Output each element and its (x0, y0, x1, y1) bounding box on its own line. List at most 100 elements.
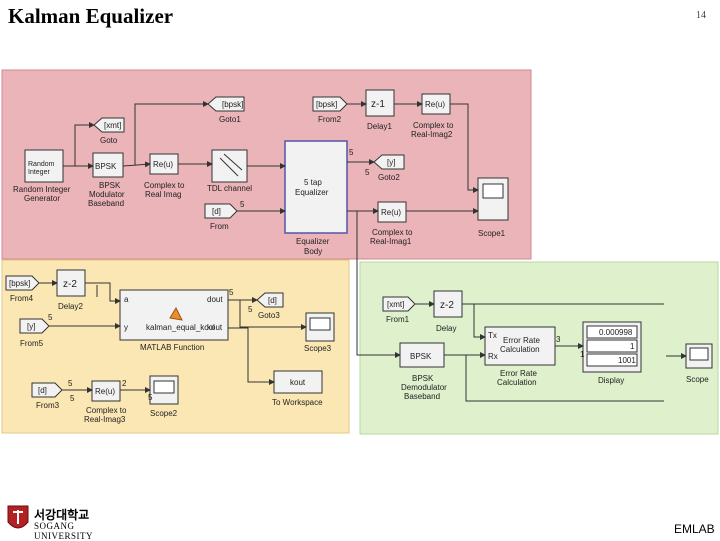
goto2-block[interactable]: [y] Goto2 (373, 154, 405, 182)
from-tag: [d] (212, 207, 221, 216)
page-number: 14 (696, 10, 706, 21)
from2-tag: [bpsk] (316, 100, 337, 109)
scope1-block[interactable]: Scope1 (477, 177, 509, 238)
goto1-block[interactable]: [bpsk] Goto1 (207, 96, 245, 124)
bpsk-mod-inner: BPSK (95, 162, 117, 171)
port-kout: kout (207, 323, 223, 332)
to-workspace-label: To Workspace (272, 398, 323, 407)
sig-label: 5 (365, 168, 370, 177)
sig-label: 3 (556, 335, 561, 344)
port-dout: dout (207, 295, 223, 304)
port-a: a (124, 295, 129, 304)
scope2-block[interactable]: Scope2 (149, 375, 179, 418)
sig-label: 5 (349, 148, 354, 157)
goto3-tag: [d] (268, 296, 277, 305)
delay2-label: Delay2 (58, 302, 83, 311)
goto-tag: [xmt] (104, 121, 121, 130)
sig-label: 5 (68, 379, 73, 388)
to-workspace-block[interactable]: kout To Workspace (272, 370, 323, 407)
scope1-label: Scope1 (478, 229, 506, 238)
delay-expr: z-2 (440, 300, 454, 311)
delay1-expr: z-1 (371, 99, 385, 110)
matlab-fn-inner: kalman_equal_kool (146, 323, 215, 332)
from1-tag: [xmt] (387, 300, 404, 309)
display-label: Display (598, 376, 624, 385)
from1-block[interactable]: [xmt] From1 (382, 296, 416, 324)
from5-tag: [y] (27, 322, 35, 331)
sig-label: 5 (240, 200, 245, 209)
delay-label: Delay (436, 324, 456, 333)
re-u3-text: Re(u) (95, 387, 115, 396)
scope3-block[interactable]: Scope3 (304, 312, 335, 353)
goto2-tag: [y] (387, 158, 395, 167)
delay1-label: Delay1 (367, 122, 392, 131)
to-workspace-inner: kout (290, 378, 306, 387)
pink-wires (63, 101, 479, 358)
delay1-block[interactable]: z-1 Delay1 (365, 89, 395, 131)
sig-label: 5 (70, 394, 75, 403)
goto-label: Goto (100, 136, 118, 145)
footer-emlab: EMLAB (674, 522, 715, 536)
bpsk-demod-inner: BPSK (410, 352, 432, 361)
goto1-tag: [bpsk] (222, 100, 243, 109)
sig-label: 1 (580, 350, 585, 359)
scope2-label: Scope2 (150, 409, 178, 418)
from-label: From (210, 222, 229, 231)
logo-english: SOGANG UNIVERSITY (34, 521, 93, 541)
re-u-text: Re(u) (153, 160, 173, 169)
goto3-block[interactable]: [d] Goto3 (256, 292, 284, 320)
scope-label: Scope (686, 375, 709, 384)
re-u1-text: Re(u) (381, 208, 401, 217)
port-tx: Tx (488, 331, 497, 340)
university-shield-icon (7, 505, 29, 529)
display-value-2: 1 (630, 342, 635, 351)
sogang-logo: 서강대학교 SOGANG UNIVERSITY (6, 502, 116, 541)
sig-label: 5 (248, 305, 253, 314)
goto2-label: Goto2 (378, 173, 400, 182)
port-y: y (124, 323, 128, 332)
port-rx: Rx (488, 352, 498, 361)
delay2-block[interactable]: z-2 Delay2 (56, 269, 86, 311)
logo-korean: 서강대학교 (34, 508, 90, 522)
scope-block[interactable]: Scope (685, 343, 713, 384)
tdl-channel-block[interactable]: TDL channel (207, 149, 252, 193)
display-value-3: 1001 (618, 356, 636, 365)
display-value-1: 0.000998 (599, 328, 633, 337)
sig-label: 5 (48, 313, 53, 322)
from5-label: From5 (20, 339, 44, 348)
from5-block[interactable]: [y] From5 (19, 318, 50, 348)
re-top-text: Re(u) (425, 100, 445, 109)
matlab-function-block[interactable]: a y dout kout kalman_equal_kool MATLAB F… (119, 289, 229, 352)
goto1-label: Goto1 (219, 115, 241, 124)
from3-block[interactable]: [d] From3 (31, 382, 63, 410)
matlab-fn-label: MATLAB Function (140, 343, 204, 352)
yellow-wires (39, 280, 307, 393)
from2-block[interactable]: [bpsk] From2 (312, 96, 348, 124)
from-block[interactable]: [d] From (204, 203, 238, 231)
slide-title: Kalman Equalizer (8, 4, 174, 28)
from4-block[interactable]: [bpsk] From4 (5, 275, 40, 303)
tdl-label: TDL channel (207, 184, 252, 193)
display-block[interactable]: 0.000998 1 1001 Display (582, 321, 642, 385)
sig-label: 2 (122, 379, 127, 388)
goto-block[interactable]: [xmt] Goto (93, 117, 125, 145)
delay2-expr: z-2 (63, 279, 77, 290)
